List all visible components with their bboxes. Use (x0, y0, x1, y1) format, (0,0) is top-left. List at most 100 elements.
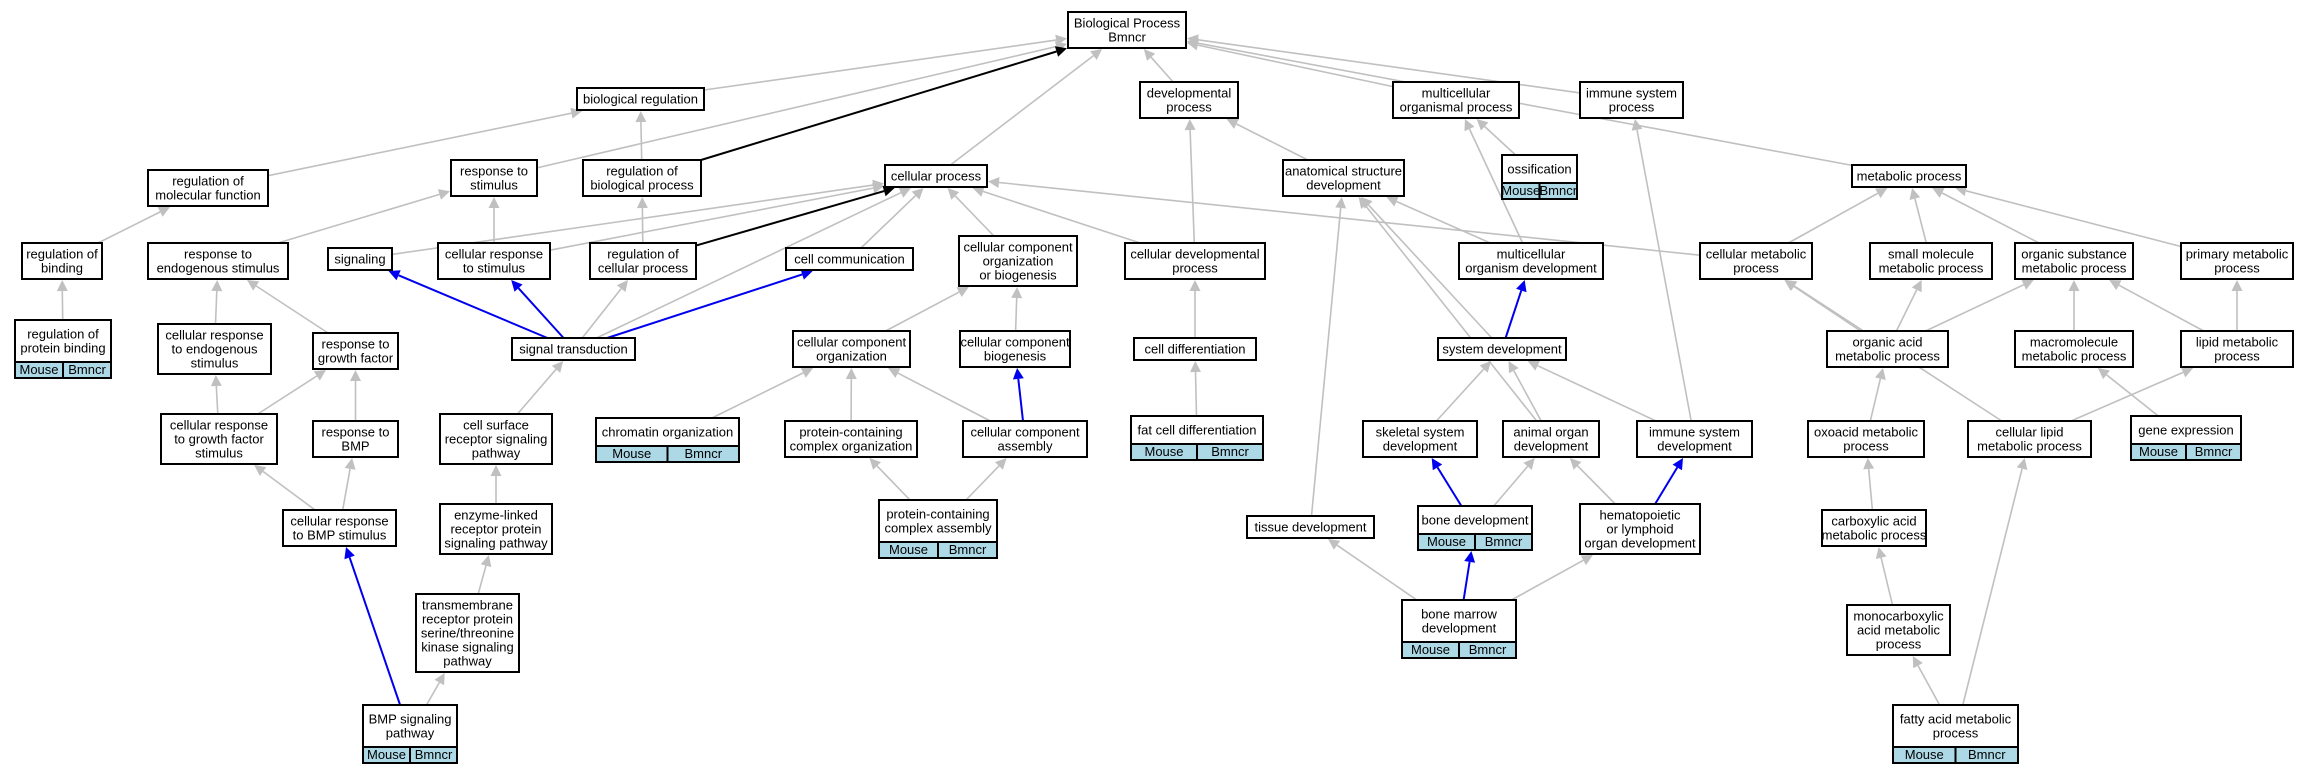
edge-enzlinked-to-cellsurf (490, 465, 502, 504)
edge-chromorg-to-ccorgz (711, 367, 814, 419)
term-box (14, 319, 112, 363)
arrowhead (872, 182, 884, 194)
go-term-system-development[interactable]: system development (1437, 337, 1567, 361)
edge-line (1364, 205, 1538, 422)
go-term-cellular-process[interactable]: cellular process (884, 164, 988, 188)
arrowhead (1527, 360, 1540, 371)
arrowhead (2231, 280, 2243, 291)
edge-celldev-to-cellproc (972, 186, 1141, 244)
edge-line (2070, 371, 2184, 422)
term-label: metabolic process (1835, 349, 1940, 364)
term-box (1869, 242, 1993, 280)
edge-orgacid-to-orgsub (1925, 279, 2034, 332)
go-term-signaling[interactable]: signaling (327, 247, 393, 271)
arrowhead (344, 458, 356, 470)
term-box (1846, 604, 1951, 656)
go-term-tissue-development[interactable]: tissue development (1246, 515, 1375, 539)
edge-line (703, 39, 1057, 91)
term-box (595, 417, 740, 447)
edge-line (1484, 125, 1517, 156)
edge-line (711, 372, 804, 419)
term-label: Bmncr (1108, 30, 1146, 45)
arrowhead (211, 280, 223, 292)
gene-cell (937, 541, 998, 559)
go-term-biological-regulation[interactable]: biological regulation (576, 87, 705, 111)
edge-multdev-to-anatdev (1386, 196, 1491, 244)
edge-fattyacid-to-monocarb (1912, 656, 1941, 706)
term-label: complex assembly (885, 521, 992, 536)
arrowhead (1189, 280, 1201, 291)
term-box (1246, 515, 1375, 539)
term-label: response to (322, 337, 390, 352)
edge-line (1468, 128, 1524, 244)
go-term-cell-differentiation[interactable]: cell differentiation (1133, 337, 1257, 361)
edge-line (348, 557, 402, 706)
edge-cellrespgf-to-cellrespendo (210, 375, 222, 415)
gene-cell (666, 445, 740, 463)
edge-regbio-to-bp (700, 46, 1067, 161)
go-term-cell-communication[interactable]: cell communication (785, 247, 914, 271)
arrowhead (247, 280, 260, 291)
term-label: biogenesis (984, 349, 1047, 364)
term-label: binding (41, 261, 83, 276)
arrowhead (2109, 280, 2122, 291)
term-label: developmental (1147, 86, 1232, 101)
go-term-signal-transduction[interactable]: signal transduction (511, 337, 636, 361)
term-label: metabolic process (1977, 439, 2082, 454)
go-term-metabolic-process[interactable]: metabolic process (1851, 164, 1967, 188)
